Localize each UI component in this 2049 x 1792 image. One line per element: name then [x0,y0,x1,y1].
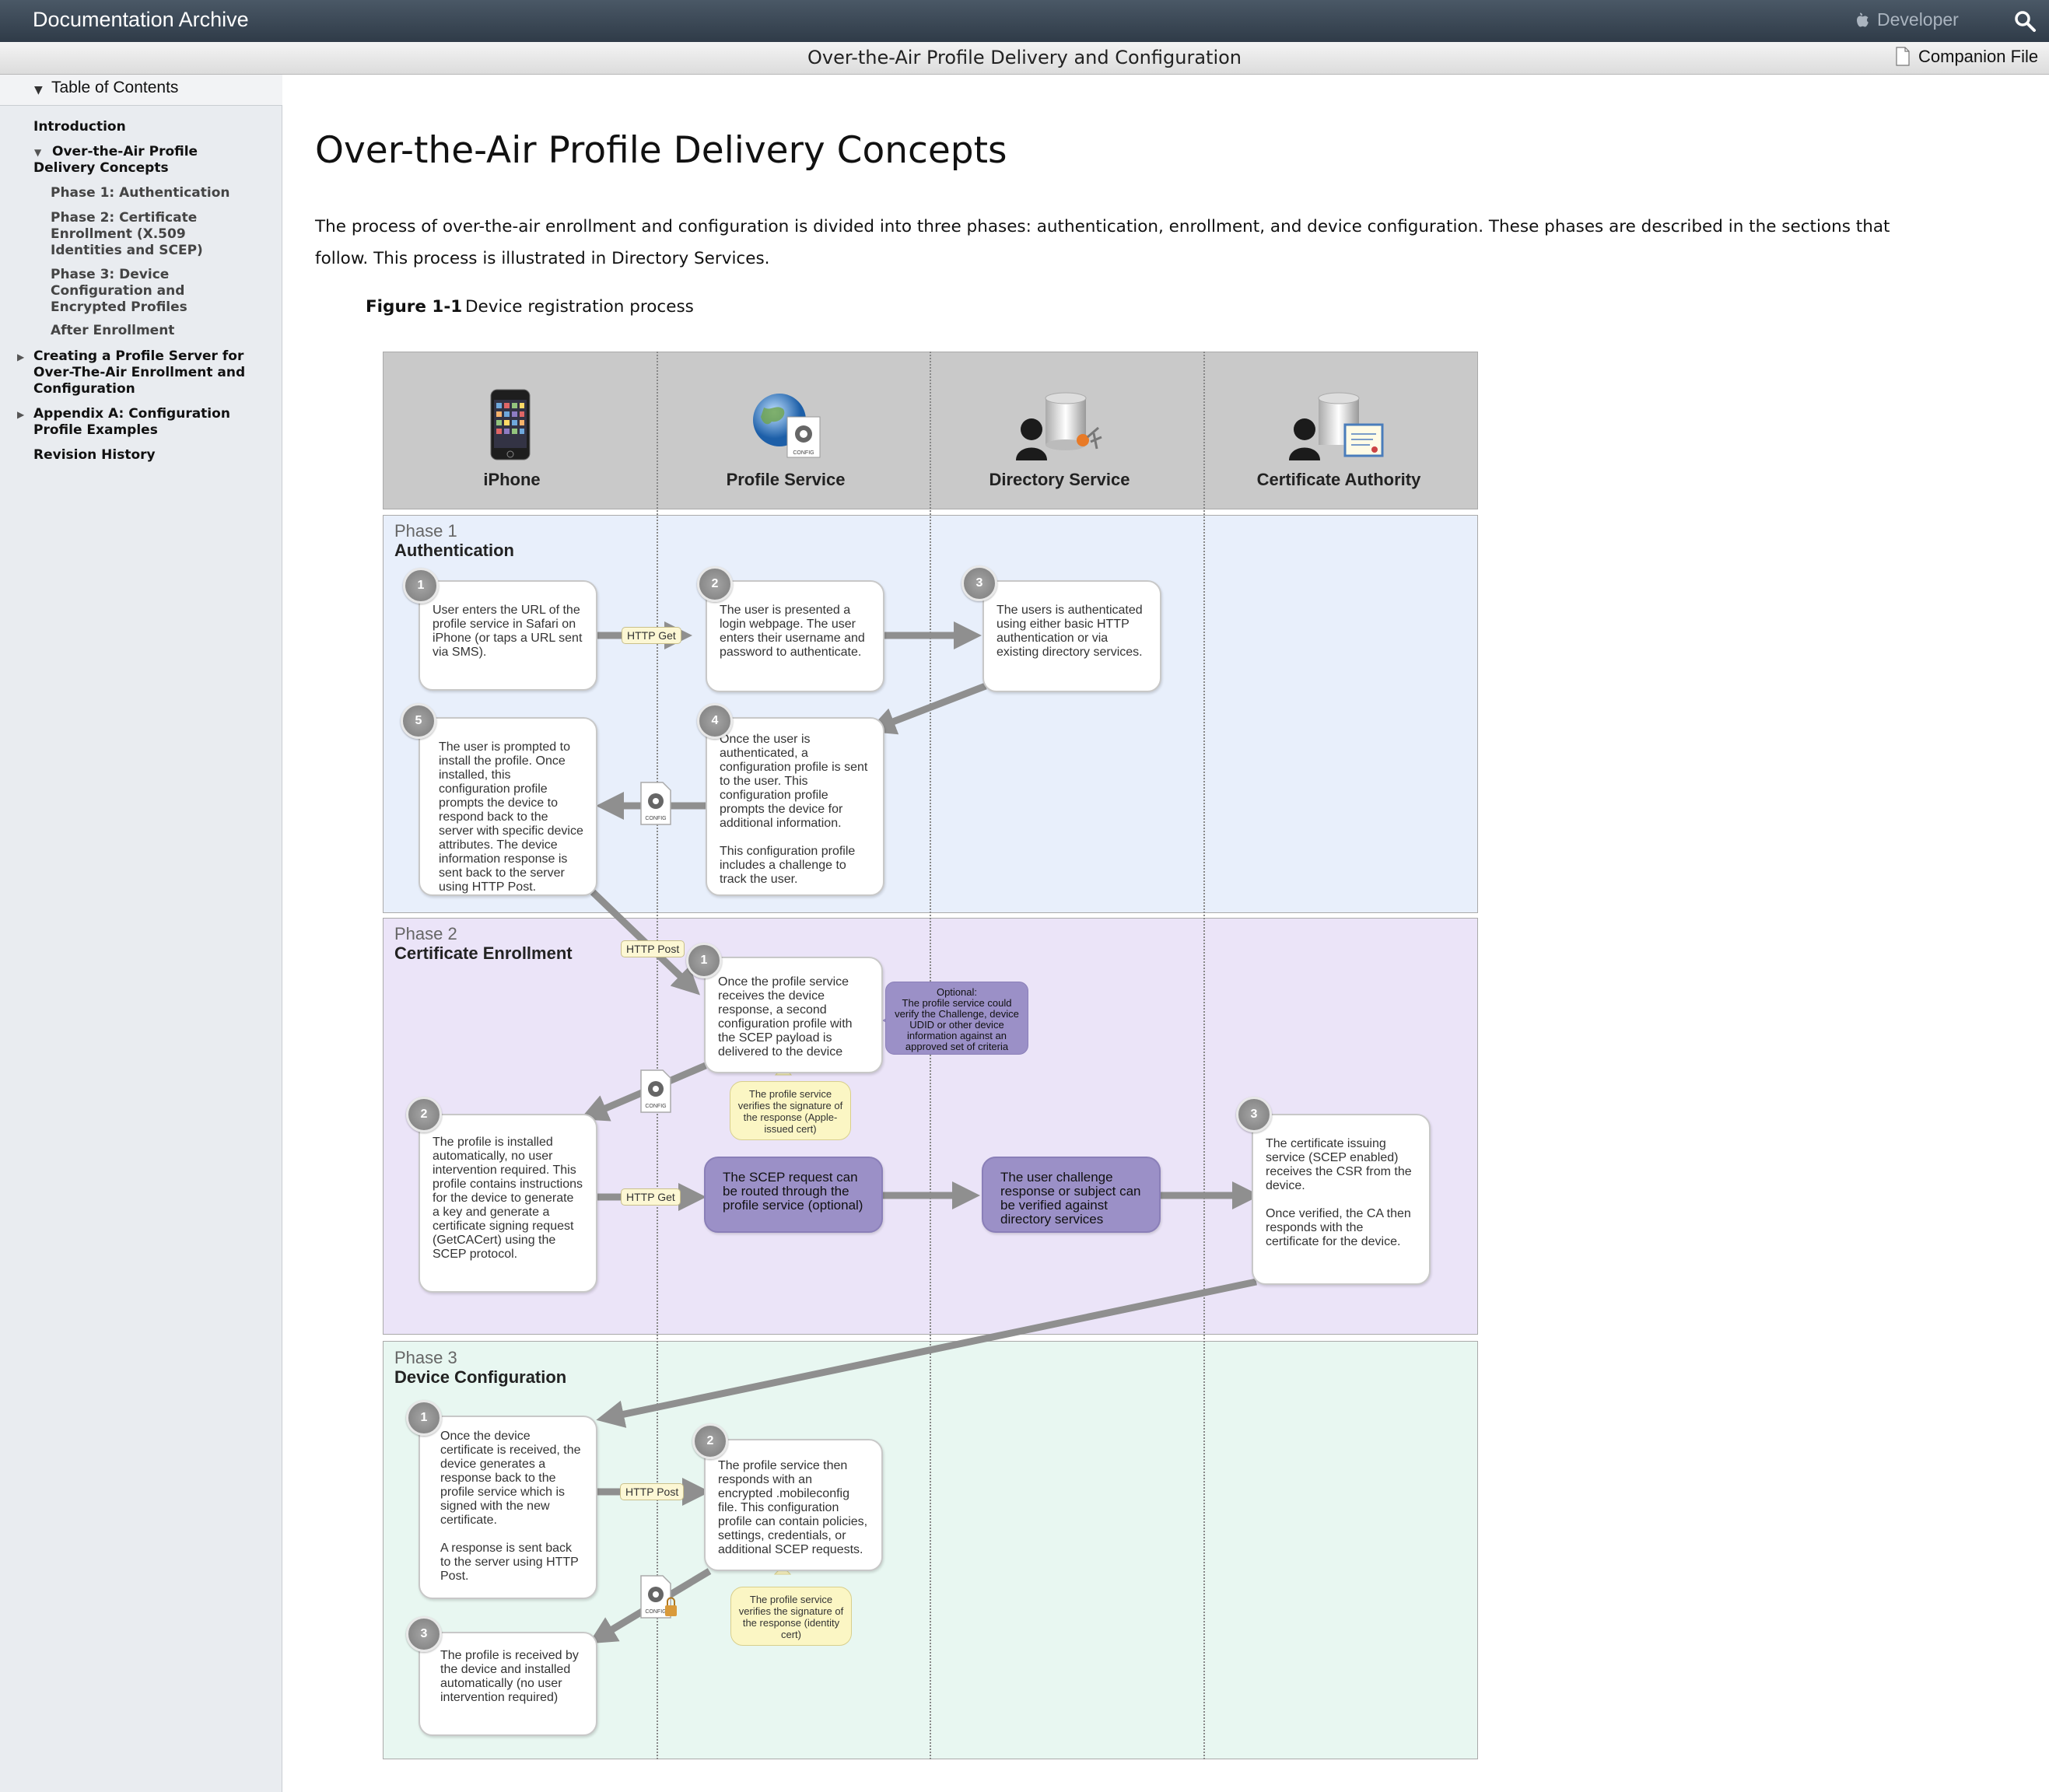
apple-logo-icon [1857,12,1869,27]
p2-step1-box: Once the profile service receives the de… [704,957,883,1073]
toc-header[interactable] [0,75,282,106]
p3-step3-box: The profile is received by the device an… [419,1632,597,1736]
column-certificate-authority: Certificate Authority [1256,470,1421,489]
p3-step2-box: The profile service then responds with a… [704,1439,883,1571]
toc-item-introduction[interactable]: Introduction [33,119,126,135]
column-divider [1203,352,1205,1759]
optional-verification-note: Optional: The profile service could veri… [885,982,1028,1055]
p2-step2-box: The profile is installed automatically, … [419,1114,597,1293]
p2-step3-box: The certificate issuing service (SCEP en… [1252,1114,1431,1285]
top-bar [0,0,2049,42]
figure-label: Figure 1-1 [366,297,463,317]
phase1-number: Phase 1 [394,521,457,541]
toc-item-concepts[interactable]: Over-the-Air Profile Delivery Concepts [33,144,198,176]
p1-step3-box: The users is authenticated using either … [982,580,1161,692]
scep-routing-box: The SCEP request can be routed through t… [704,1157,883,1233]
toc-item-revision-history[interactable]: Revision History [33,447,156,463]
column-iphone: iPhone [483,470,541,489]
signature-verification-note: The profile service verifies the signatu… [730,1587,852,1646]
encrypted-config-icon: CONFIG [640,1575,677,1619]
certificate-authority-icon [1289,392,1384,460]
http-post-tag: HTTP Post [621,940,685,957]
phase3-number: Phase 3 [394,1348,457,1367]
search-icon[interactable] [2013,9,2037,33]
toc-item-phase2[interactable]: Phase 2: Certificate Enrollment (X.509 I… [51,210,203,258]
p3-step1-box: Once the device certificate is received,… [419,1416,597,1599]
iphone-icon [490,389,531,460]
challenge-verification-box: The user challenge response or subject c… [982,1157,1161,1233]
http-get-tag: HTTP Get [621,1188,681,1206]
p1-step4-box: Once the user is authenticated, a config… [706,717,884,896]
phase1-name: Authentication [394,541,514,560]
p1-step5-box: The user is prompted to install the prof… [419,717,597,896]
http-get-tag: HTTP Get [622,627,681,644]
phase3-name: Device Configuration [394,1367,567,1387]
toc-disclosure-icon[interactable]: ▼ [34,84,43,96]
doc-title: Over-the-Air Profile Delivery and Config… [807,47,1242,68]
toc-item-creating-server[interactable]: Creating a Profile Server for Over-The-A… [33,348,246,397]
directory-server-icon [1016,392,1102,460]
developer-link[interactable]: Developer [1877,9,1959,30]
step-badge: 5 [401,703,436,739]
step-badge: 1 [403,568,439,604]
globe-config-icon: CONFIG [753,394,821,458]
signature-verification-note: The profile service verifies the signatu… [730,1081,851,1140]
toc-title[interactable]: Table of Contents [51,79,179,96]
sidebar [0,75,282,1792]
step-badge: 1 [406,1400,442,1436]
toc-expanded-icon[interactable]: ▼ [34,147,42,158]
device-registration-diagram: iPhone CONFIG Profile Service Directory … [383,352,1478,1759]
toc-item-phase3[interactable]: Phase 3: Device Configuration and Encryp… [51,267,187,315]
svg-text:CONFIG: CONFIG [645,816,666,821]
p1-step1-box: User enters the URL of the profile servi… [419,580,597,691]
step-badge: 3 [406,1616,442,1652]
step-badge: 3 [961,565,997,601]
p1-step2-box: The user is presented a login webpage. T… [706,580,884,692]
page-title: Over-the-Air Profile Delivery Concepts [315,129,1007,172]
column-divider [930,352,931,1759]
phase2-name: Certificate Enrollment [394,943,573,963]
step-badge: 3 [1236,1097,1272,1132]
file-icon[interactable] [1896,47,1910,66]
column-directory-service: Directory Service [989,470,1130,489]
step-badge: 1 [686,943,722,978]
svg-text:CONFIG: CONFIG [793,450,814,456]
config-profile-icon: CONFIG [640,782,671,825]
doc-title-bar [0,42,2049,75]
toc-collapsed-icon[interactable]: ▶ [17,352,25,362]
svg-text:CONFIG: CONFIG [645,1104,666,1109]
svg-text:CONFIG: CONFIG [645,1609,666,1615]
column-divider [657,352,658,1759]
step-badge: 2 [697,566,733,602]
figure-caption: Device registration process [465,297,694,317]
toc-item-after-enrollment[interactable]: After Enrollment [51,323,175,338]
toc-item-phase1[interactable]: Phase 1: Authentication [51,185,230,201]
toc-item-appendix-a[interactable]: Appendix A: Configuration Profile Exampl… [33,406,230,438]
step-badge: 2 [406,1097,442,1132]
column-profile-service: Profile Service [726,470,846,489]
http-post-tag: HTTP Post [620,1483,685,1500]
step-badge: 2 [692,1423,728,1459]
companion-file-link[interactable]: Companion File [1918,47,2039,66]
config-profile-icon: CONFIG [640,1069,671,1113]
phase2-number: Phase 2 [394,924,457,943]
step-badge: 4 [697,703,733,739]
intro-paragraph: The process of over-the-air enrollment a… [315,217,1890,268]
toc-collapsed-icon[interactable]: ▶ [17,409,25,420]
site-title-link[interactable]: Documentation Archive [33,8,249,31]
